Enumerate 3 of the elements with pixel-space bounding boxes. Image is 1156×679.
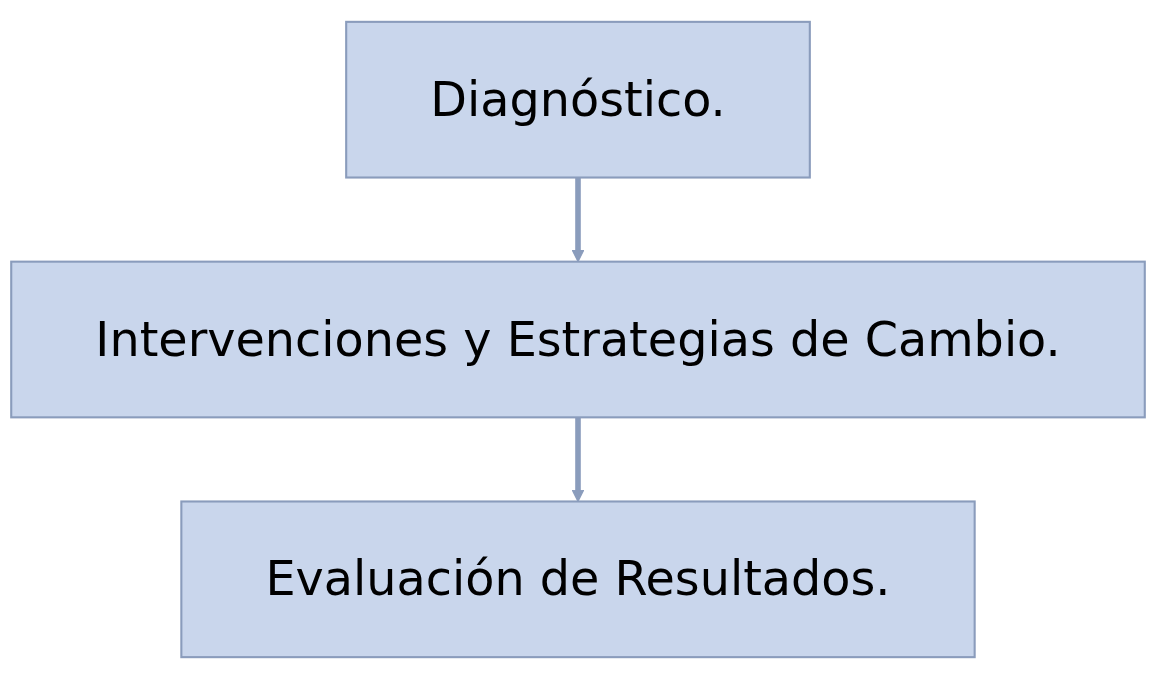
node-box: Intervenciones y Estrategias de Cambio.: [10, 260, 1146, 419]
node-box: Evaluación de Resultados.: [180, 500, 976, 659]
node-box: Diagnóstico.: [345, 20, 811, 179]
